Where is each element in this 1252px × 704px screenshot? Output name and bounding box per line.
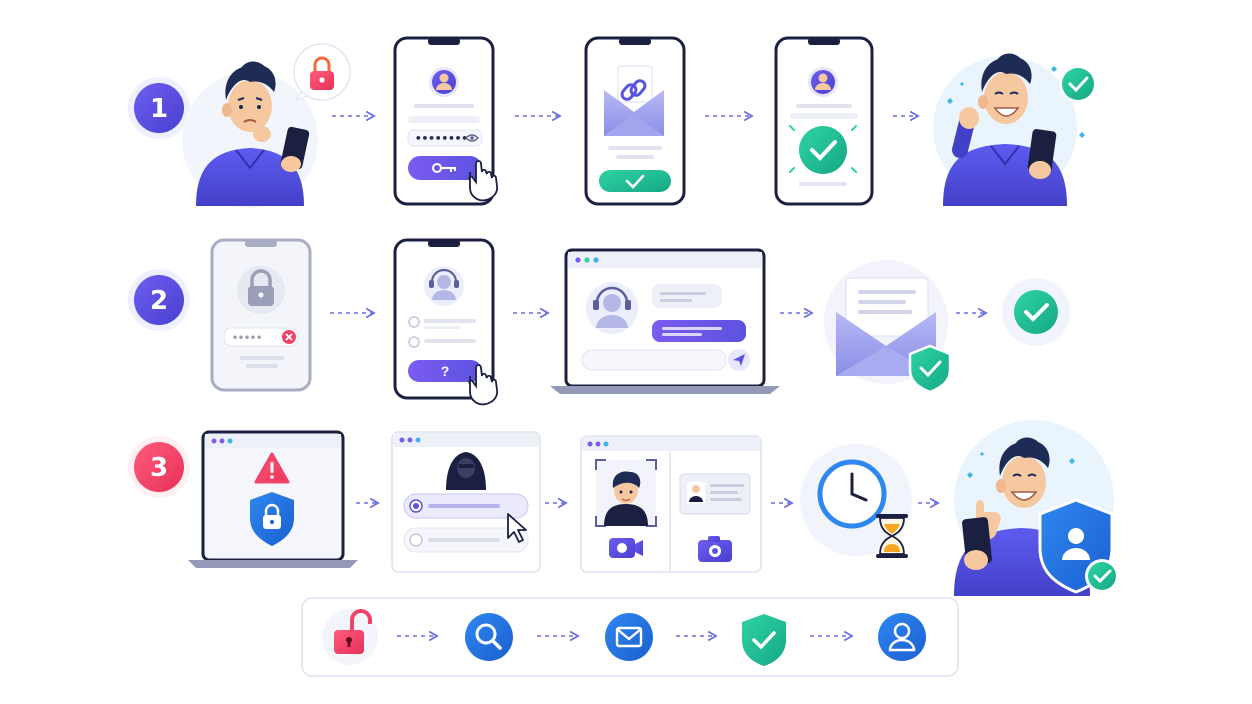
error-x-icon [282, 330, 296, 344]
laptop-security-alert [188, 430, 358, 568]
step-number-badge-1: 1 [128, 77, 190, 139]
step-number-2: 2 [150, 286, 168, 316]
flow-1: 1 [128, 36, 1097, 208]
id-card-icon [679, 473, 751, 515]
check-circle-icon [799, 126, 847, 174]
phone-verified-screen [774, 36, 874, 206]
user-profile-icon [878, 613, 926, 661]
pointer-hand-icon [468, 160, 499, 202]
help-question-mark: ? [441, 363, 450, 379]
laptop-support-chat [550, 248, 780, 394]
phone-help-screen: ? [393, 238, 499, 406]
phone-email-link-screen [584, 36, 686, 206]
envelope-link-icon [604, 65, 664, 136]
camera-icon [698, 536, 732, 562]
happy-person-illustration [933, 53, 1097, 206]
search-icon [465, 613, 513, 661]
check-badge-icon [1059, 65, 1097, 103]
step-number-badge-3: 3 [128, 436, 190, 498]
flow-3: 3 [128, 420, 1119, 596]
unlocked-padlock-icon [322, 609, 378, 665]
mail-icon [605, 613, 653, 661]
support-agent-avatar [586, 282, 638, 334]
help-button[interactable] [408, 360, 482, 382]
step-number-3: 3 [150, 453, 168, 483]
shield-check-icon [742, 614, 786, 666]
eye-icon[interactable] [465, 134, 479, 142]
step-number-1: 1 [150, 94, 168, 124]
send-icon [733, 354, 745, 366]
padlock-icon [310, 56, 334, 90]
cursor-arrow-icon [507, 513, 527, 543]
warning-icon [254, 452, 290, 484]
chat-bubble-sent [652, 320, 746, 342]
waiting-period-illustration [800, 444, 912, 558]
link-icon [620, 79, 647, 101]
chat-input[interactable] [581, 349, 727, 371]
hourglass-icon [876, 514, 908, 558]
envelope-shield-illustration [824, 260, 952, 394]
password-mask-text: •••••••• [415, 132, 468, 145]
summary-strip [301, 597, 959, 677]
video-camera-icon [609, 538, 643, 558]
selfie-face-scan [595, 459, 657, 527]
check-icon [625, 174, 645, 189]
success-check-icon [1002, 278, 1070, 346]
key-icon [432, 163, 456, 173]
chat-bubble-received [652, 284, 722, 308]
browser-id-verification [580, 435, 762, 573]
phone-login-screen: •••••••• [393, 36, 499, 206]
shield-lock-icon [250, 492, 294, 546]
hacker-icon [446, 452, 486, 490]
worried-person-illustration [182, 43, 351, 208]
pointer-hand-icon [468, 364, 499, 406]
flow-2: 2 ••••• [128, 238, 1070, 406]
locked-password-mask: ••••• [232, 333, 262, 344]
shield-check-icon [908, 344, 952, 394]
clock-icon [817, 459, 887, 529]
phone-locked-screen: ••••• [210, 238, 312, 392]
phone-icon [280, 126, 310, 172]
check-badge-icon [1085, 559, 1119, 593]
confirm-button[interactable] [599, 170, 671, 192]
secure-person-illustration [954, 420, 1119, 596]
padlock-icon [237, 266, 285, 314]
step-number-badge-2: 2 [128, 269, 190, 331]
phone-icon [1027, 129, 1057, 173]
browser-suspicious-activity [391, 431, 541, 573]
support-agent-icon [424, 266, 464, 306]
